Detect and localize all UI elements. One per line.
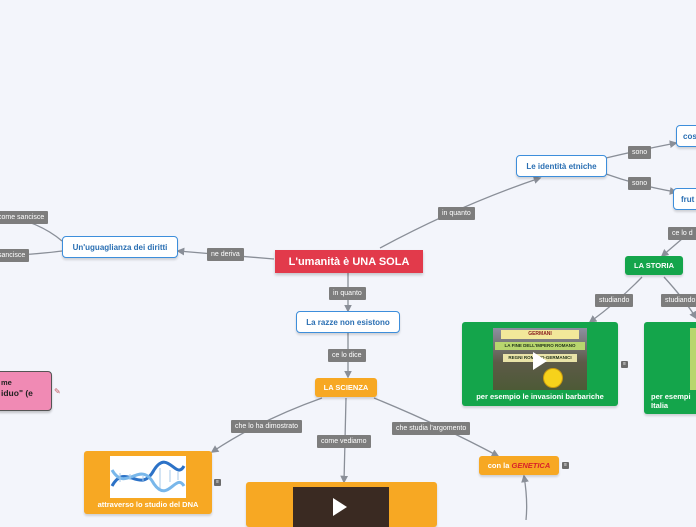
node-pink[interactable]: me iduo" (e <box>0 371 52 411</box>
edge-genetica-bottom <box>521 474 529 520</box>
label-ne-deriva: ne deriva <box>207 248 244 261</box>
node-identita-etniche[interactable]: Le identità etniche <box>516 155 607 177</box>
node-genetica[interactable]: con la GENETICA <box>479 456 559 475</box>
node-la-storia[interactable]: LA STORIA <box>625 256 683 275</box>
node-dna[interactable]: attraverso lo studio del DNA <box>84 451 212 514</box>
root-node[interactable]: L'umanità è UNA SOLA <box>275 250 423 273</box>
label-come-sancisce: come sancisce <box>0 211 49 224</box>
node-cos[interactable]: cos <box>676 125 696 147</box>
node-italia[interactable]: per esempi Italia <box>644 322 696 414</box>
label-sancisce: sancisce <box>0 249 30 262</box>
play-icon[interactable] <box>333 498 347 516</box>
label-come-vediamo: come vediamo <box>317 435 371 448</box>
label-che-studia: che studia l'argomento <box>392 422 471 435</box>
italia-image <box>690 328 696 390</box>
invasioni-image: GERMANI LA FINE DELL'IMPERO ROMANO REGNI… <box>493 328 587 390</box>
label-che-lo-ha-dimostrato: che lo ha dimostrato <box>231 420 303 433</box>
label-in-quanto-top: in quanto <box>438 207 475 220</box>
note-icon[interactable]: ≡ <box>562 462 569 469</box>
label-ce-lo-d: ce lo d <box>668 227 696 240</box>
label-studiando-2: studiando <box>661 294 696 307</box>
invasioni-caption: per esempio le invasioni barbariche <box>476 392 604 401</box>
pink-line-1: me <box>1 378 12 387</box>
label-sono-1: sono <box>628 146 652 159</box>
genetica-prefix: con la <box>487 461 510 470</box>
note-icon-dna[interactable]: ≡ <box>214 479 221 486</box>
invasioni-subtitle: LA FINE DELL'IMPERO ROMANO <box>495 342 585 350</box>
label-ce-lo-dice: ce lo dice <box>328 349 366 362</box>
node-uguaglianza-diritti[interactable]: Un'uguaglianza dei diritti <box>62 236 178 258</box>
node-frut[interactable]: frut <box>673 188 696 210</box>
node-invasioni[interactable]: GERMANI LA FINE DELL'IMPERO ROMANO REGNI… <box>462 322 618 406</box>
link-icon[interactable]: ✎ <box>54 387 61 396</box>
label-sono-2: sono <box>628 177 652 190</box>
label-studiando-1: studiando <box>595 294 634 307</box>
italia-caption: per esempi Italia <box>651 392 691 410</box>
node-video[interactable] <box>246 482 437 527</box>
pink-line-2: iduo" (e <box>1 388 33 398</box>
dna-image <box>110 456 186 498</box>
node-razze[interactable]: La razze non esistono <box>296 311 400 333</box>
invasioni-title: GERMANI <box>501 330 579 339</box>
play-icon-invasioni[interactable] <box>533 352 547 370</box>
smiley-icon <box>543 368 563 388</box>
video-thumbnail <box>293 487 389 527</box>
genetica-word: GENETICA <box>511 461 551 470</box>
node-la-scienza[interactable]: LA SCIENZA <box>315 378 377 397</box>
label-in-quanto-mid: in quanto <box>329 287 366 300</box>
note-icon-invasioni[interactable]: ≡ <box>621 361 628 368</box>
dna-caption: attraverso lo studio del DNA <box>97 500 199 509</box>
italia-caption-2: Italia <box>651 401 669 410</box>
italia-caption-1: per esempi <box>651 392 691 401</box>
